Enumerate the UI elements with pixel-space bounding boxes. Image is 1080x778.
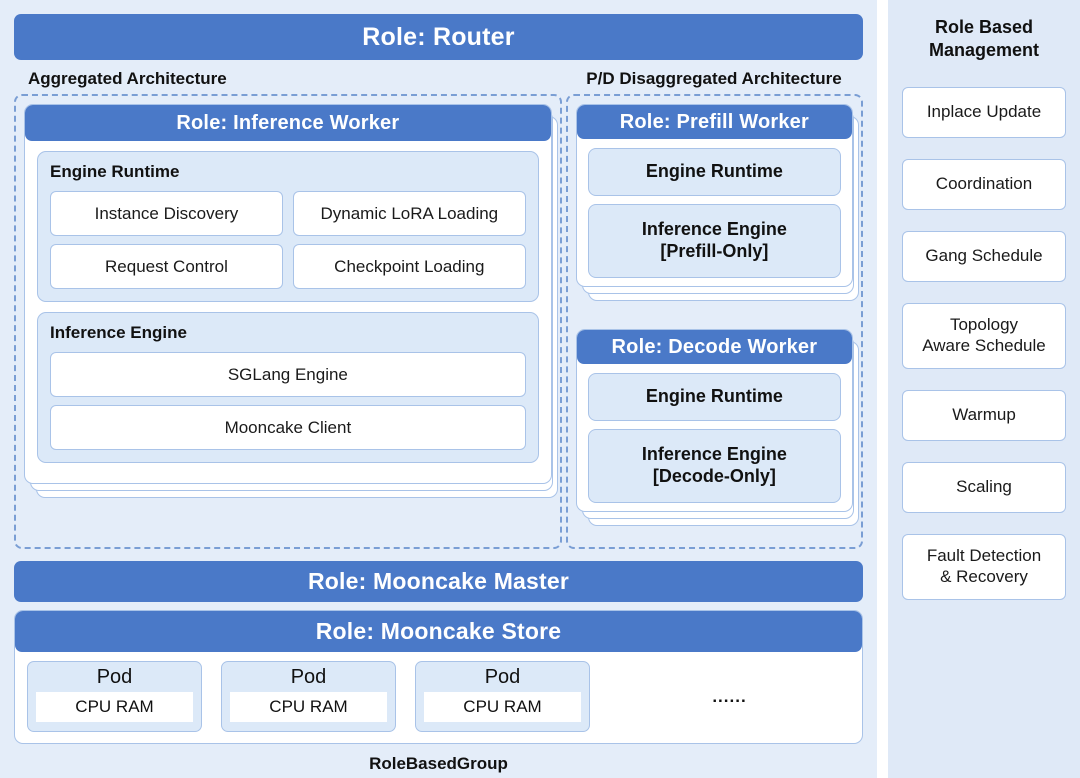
pod-title: Pod — [484, 666, 521, 688]
pod-item: Pod CPU RAM — [27, 661, 202, 732]
pod-row: Pod CPU RAM Pod CPU RAM Pod CPU RAM ....… — [15, 652, 862, 743]
role-prefill-worker-bar: Role: Prefill Worker — [576, 105, 852, 139]
role-inference-worker-bar: Role: Inference Worker — [25, 105, 551, 141]
role-decode-worker-bar: Role: Decode Worker — [576, 330, 852, 364]
sidebar-title: Role Based Management — [928, 17, 1040, 61]
sidebar-item-fault-detection-recovery[interactable]: Fault Detection & Recovery — [902, 533, 1066, 600]
chip-sglang-engine: SGLang Engine — [50, 352, 526, 397]
sidebar-item-coordination[interactable]: Coordination — [902, 158, 1066, 210]
pod-title: Pod — [96, 666, 133, 688]
engine-runtime-group: Engine Runtime Instance Discovery Dynami… — [37, 151, 539, 302]
sidebar-item-inplace-update[interactable]: Inplace Update — [902, 86, 1066, 138]
pod-title: Pod — [290, 666, 327, 688]
role-mooncake-master-bar: Role: Mooncake Master — [14, 561, 863, 602]
architecture-panel: Role: Router Aggregated Architecture P/D… — [0, 0, 877, 778]
chip-decode-inference-engine: Inference Engine [Decode-Only] — [587, 429, 841, 503]
inference-worker-stack: Role: Inference Worker Engine Runtime In… — [24, 104, 558, 498]
engine-runtime-items: Instance Discovery Dynamic LoRA Loading … — [50, 191, 526, 289]
inference-engine-title: Inference Engine — [50, 323, 187, 342]
prefill-worker-card: Role: Prefill Worker Engine Runtime Infe… — [575, 104, 853, 287]
chip-dynamic-lora-loading: Dynamic LoRA Loading — [292, 191, 526, 236]
role-router-bar: Role: Router — [14, 14, 863, 60]
decode-worker-body: Engine Runtime Inference Engine [Decode-… — [577, 364, 852, 503]
pod-resource: CPU RAM — [36, 692, 193, 722]
engine-runtime-title: Engine Runtime — [50, 162, 180, 181]
pod-overflow-ellipsis: ...... — [712, 686, 747, 706]
disaggregated-architecture-container: Role: Prefill Worker Engine Runtime Infe… — [565, 94, 863, 549]
role-based-management-panel: Role Based Management Inplace Update Coo… — [888, 0, 1080, 778]
sidebar-item-scaling[interactable]: Scaling — [902, 461, 1066, 513]
sidebar-item-gang-schedule[interactable]: Gang Schedule — [902, 230, 1066, 282]
prefill-worker-body: Engine Runtime Inference Engine [Prefill… — [577, 139, 852, 278]
inference-worker-body: Engine Runtime Instance Discovery Dynami… — [25, 141, 551, 463]
pod-item: Pod CPU RAM — [415, 661, 590, 732]
sidebar-item-topology-aware-schedule[interactable]: Topology Aware Schedule — [902, 302, 1066, 369]
mooncake-store-card: Role: Mooncake Store Pod CPU RAM Pod CPU… — [14, 610, 863, 744]
inference-engine-group: Inference Engine SGLang Engine Mooncake … — [37, 312, 539, 463]
role-based-group-label: RoleBasedGroup — [369, 754, 508, 773]
chip-request-control: Request Control — [50, 244, 283, 289]
caption-disaggregated-architecture: P/D Disaggregated Architecture — [586, 69, 842, 88]
chip-prefill-inference-engine: Inference Engine [Prefill-Only] — [587, 204, 841, 278]
pod-resource: CPU RAM — [230, 692, 387, 722]
inference-worker-card: Role: Inference Worker Engine Runtime In… — [24, 104, 552, 484]
decode-worker-stack: Role: Decode Worker Engine Runtime Infer… — [575, 329, 859, 526]
sidebar-item-warmup[interactable]: Warmup — [902, 389, 1066, 441]
pod-resource: CPU RAM — [424, 692, 581, 722]
architecture-captions: Aggregated Architecture P/D Disaggregate… — [14, 66, 863, 92]
role-mooncake-store-bar: Role: Mooncake Store — [15, 611, 862, 652]
chip-decode-engine-runtime: Engine Runtime — [587, 373, 841, 421]
prefill-worker-stack: Role: Prefill Worker Engine Runtime Infe… — [575, 104, 859, 301]
caption-aggregated-architecture: Aggregated Architecture — [28, 69, 227, 88]
decode-worker-card: Role: Decode Worker Engine Runtime Infer… — [575, 329, 853, 512]
chip-instance-discovery: Instance Discovery — [50, 191, 283, 236]
chip-checkpoint-loading: Checkpoint Loading — [292, 244, 526, 289]
pod-item: Pod CPU RAM — [221, 661, 396, 732]
chip-mooncake-client: Mooncake Client — [50, 405, 526, 450]
chip-prefill-engine-runtime: Engine Runtime — [587, 148, 841, 196]
aggregated-architecture-container: Role: Inference Worker Engine Runtime In… — [14, 94, 562, 549]
architecture-row: Role: Inference Worker Engine Runtime In… — [14, 94, 863, 549]
